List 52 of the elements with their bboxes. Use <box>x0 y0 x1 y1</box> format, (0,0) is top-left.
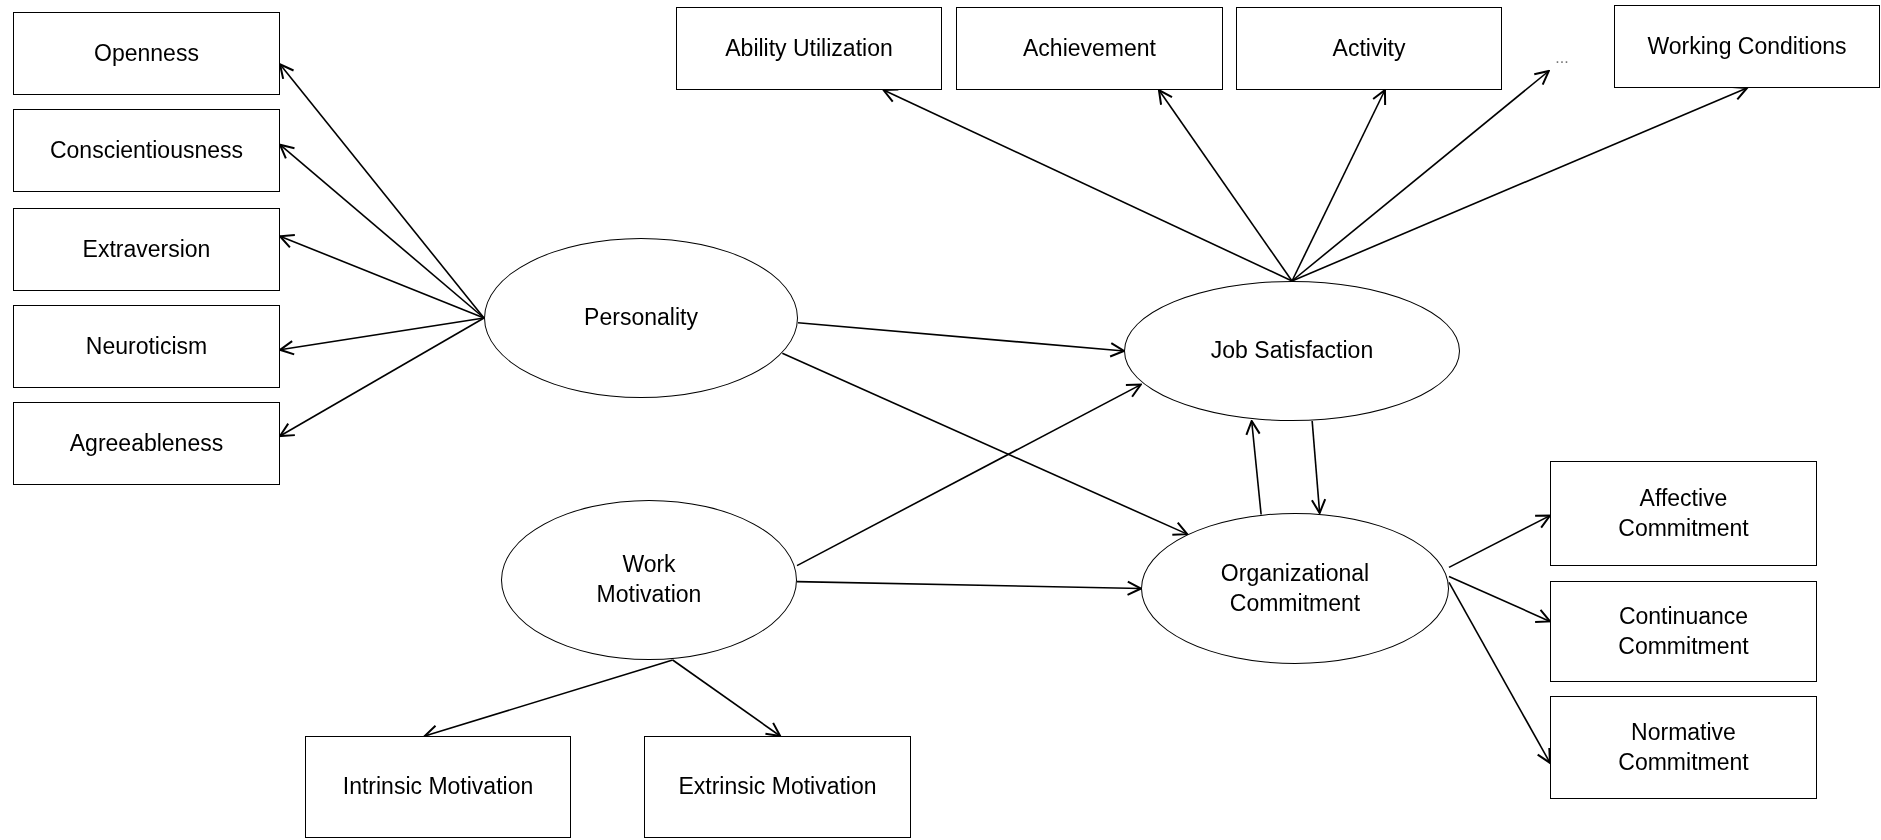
node-label: Normative Commitment <box>1617 717 1750 777</box>
arrow <box>279 317 485 356</box>
arrow <box>279 234 485 319</box>
node-label: Personality <box>584 303 698 333</box>
node-label: Extraversion <box>82 234 211 264</box>
ellipsis-label: ... <box>1540 45 1584 71</box>
node-label: Continuance Commitment <box>1617 601 1750 661</box>
process-box <box>1550 696 1817 799</box>
arrow <box>1448 581 1551 764</box>
arrow <box>797 322 1125 358</box>
arrow <box>796 580 1142 596</box>
process-box <box>956 7 1223 90</box>
process-box <box>644 736 911 838</box>
node-label: Achievement <box>1023 33 1156 63</box>
arrow <box>279 317 485 438</box>
process-box <box>1236 7 1502 90</box>
arrow <box>781 352 1189 536</box>
process-box <box>13 109 280 192</box>
node-label: Neuroticism <box>85 331 208 361</box>
node-label: Activity <box>1332 33 1406 63</box>
node-label: Organizational Commitment <box>1219 558 1371 618</box>
process-box <box>1614 5 1880 88</box>
node-label: Affective Commitment <box>1617 483 1750 543</box>
node-label: Ability Utilization <box>725 33 893 63</box>
process-box <box>676 7 942 90</box>
process-box <box>13 305 280 388</box>
arrow <box>1448 575 1551 624</box>
process-box <box>305 736 571 838</box>
node-label: Agreeableness <box>69 428 224 458</box>
node-label: Work Motivation <box>595 550 703 609</box>
node-label: Intrinsic Motivation <box>342 772 534 802</box>
process-box <box>13 402 280 485</box>
process-box <box>13 12 280 95</box>
process-box <box>1550 461 1817 566</box>
process-box <box>1550 581 1817 682</box>
node-label: Extrinsic Motivation <box>678 772 877 802</box>
arrow <box>882 88 1293 282</box>
node-label: Conscientiousness <box>49 135 244 165</box>
arrow <box>1291 70 1550 282</box>
process-box <box>13 208 280 291</box>
arrow <box>279 63 485 319</box>
arrow <box>1157 89 1293 282</box>
arrow <box>1310 420 1327 514</box>
arrow <box>796 383 1142 567</box>
node-label: Job Satisfaction <box>1210 336 1374 366</box>
arrow <box>279 143 485 319</box>
arrow <box>1291 86 1748 282</box>
arrow <box>1291 89 1387 282</box>
arrow <box>1448 514 1551 569</box>
node-label: Working Conditions <box>1647 31 1847 61</box>
arrow <box>671 659 782 737</box>
node-label: Openness <box>94 38 199 68</box>
